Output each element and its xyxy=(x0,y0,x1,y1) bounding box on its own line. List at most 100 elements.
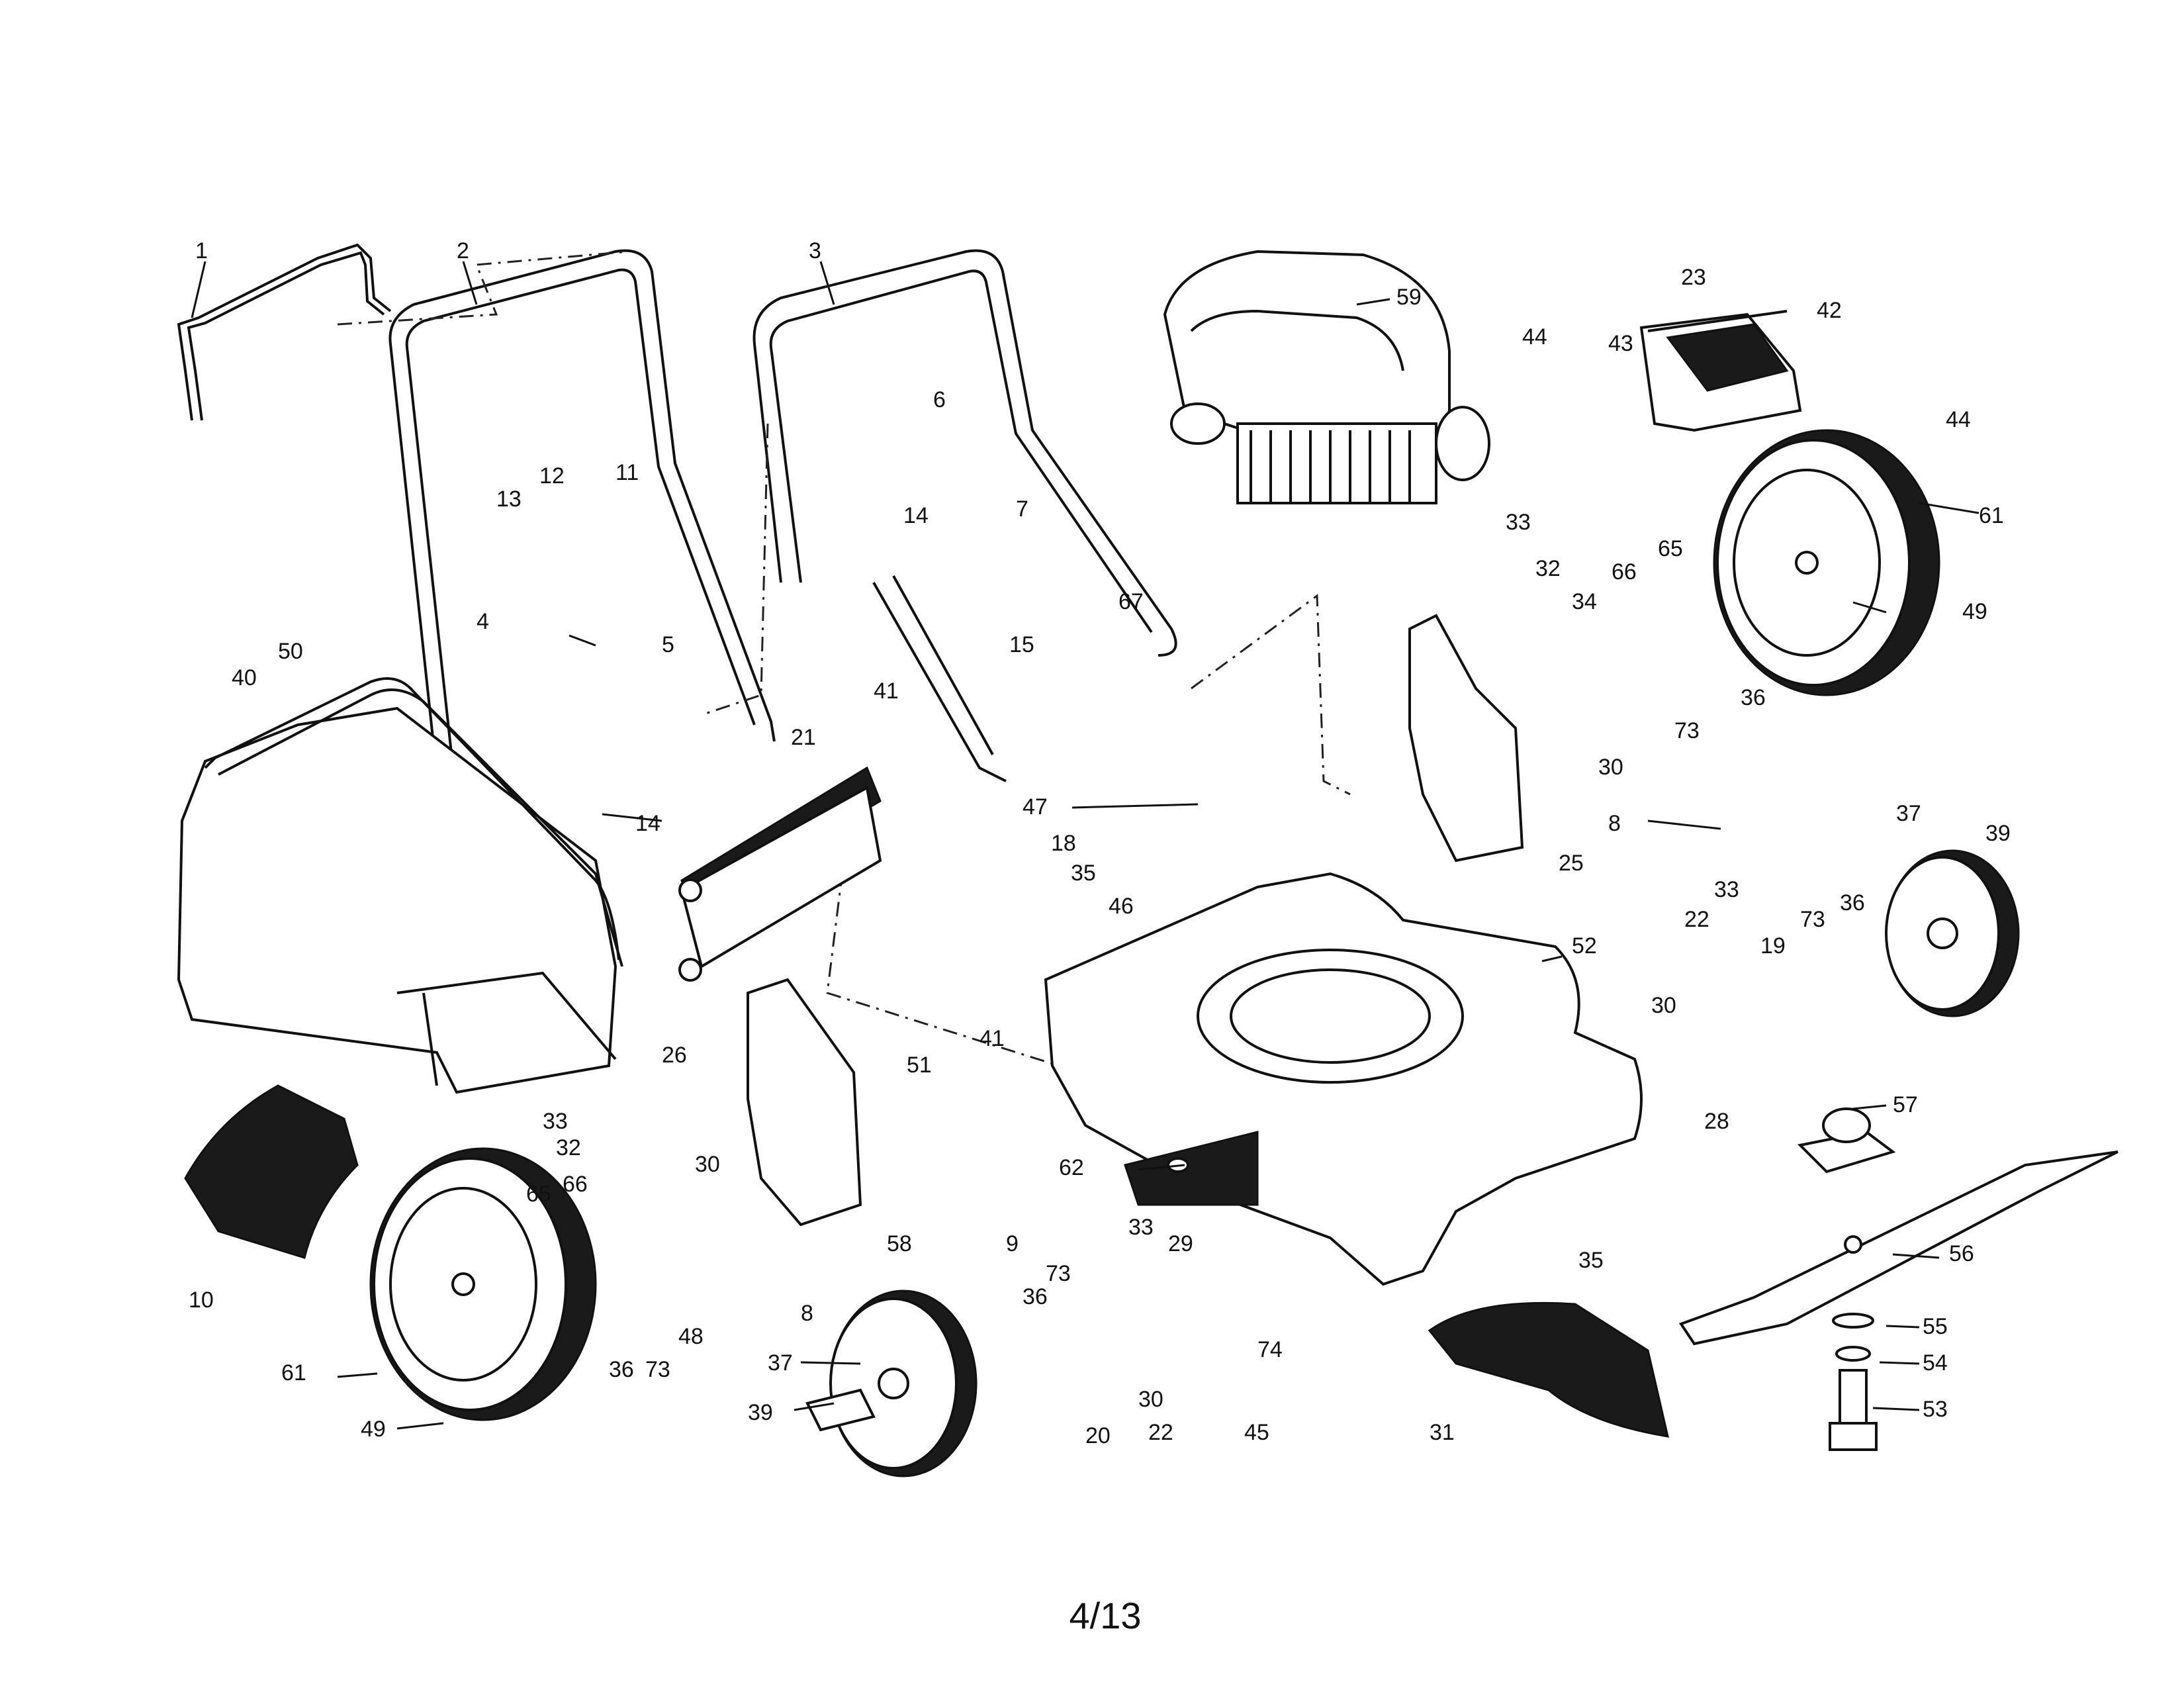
callout-73-right-upper: 73 xyxy=(1674,718,1700,743)
callout-33-left: 33 xyxy=(543,1109,568,1134)
callout-22-front: 22 xyxy=(1148,1420,1173,1445)
callout-7: 7 xyxy=(1016,496,1028,522)
callout-31: 31 xyxy=(1430,1420,1455,1445)
callout-22-right: 22 xyxy=(1684,907,1709,932)
callout-20: 20 xyxy=(1085,1423,1111,1448)
callout-45: 45 xyxy=(1244,1420,1269,1445)
callout-4: 4 xyxy=(477,609,489,634)
callout-30-left: 30 xyxy=(695,1152,720,1177)
callout-43: 43 xyxy=(1608,331,1633,356)
callout-49-left: 49 xyxy=(361,1417,386,1442)
callout-30-right-middle: 30 xyxy=(1651,993,1676,1018)
callout-37-left: 37 xyxy=(768,1350,793,1376)
callout-67: 67 xyxy=(1118,589,1144,614)
callout-66-right: 66 xyxy=(1612,559,1637,585)
callout-51: 51 xyxy=(907,1053,932,1078)
callout-5: 5 xyxy=(662,632,674,657)
callout-34: 34 xyxy=(1572,589,1597,614)
callout-12: 12 xyxy=(539,463,565,489)
callout-55: 55 xyxy=(1923,1314,1948,1339)
front-wheel-right-part xyxy=(1885,849,2020,1017)
callout-15: 15 xyxy=(1009,632,1034,657)
callout-19: 19 xyxy=(1760,933,1786,959)
callout-39-right: 39 xyxy=(1985,821,2011,846)
callout-36-right-middle: 36 xyxy=(1840,890,1865,915)
callout-28: 28 xyxy=(1704,1109,1729,1134)
callout-62: 62 xyxy=(1059,1155,1084,1180)
callout-73-right-middle: 73 xyxy=(1800,907,1825,932)
callout-59: 59 xyxy=(1396,285,1422,310)
callout-33-right-middle: 33 xyxy=(1714,877,1739,902)
callout-52: 52 xyxy=(1572,933,1597,959)
callout-74: 74 xyxy=(1257,1337,1283,1362)
callout-13: 13 xyxy=(496,487,522,512)
callout-66-left: 66 xyxy=(563,1172,588,1197)
grass-bag-frame-part xyxy=(204,677,620,961)
mower-deck-part xyxy=(1044,872,1643,1286)
callout-36-left: 36 xyxy=(609,1357,634,1382)
callout-35-lower: 35 xyxy=(1578,1248,1604,1273)
callout-44-left: 44 xyxy=(1522,324,1547,350)
callout-50: 50 xyxy=(278,639,303,664)
callout-42: 42 xyxy=(1817,298,1842,323)
callout-48: 48 xyxy=(678,1324,704,1349)
callout-46: 46 xyxy=(1109,894,1134,919)
callout-14-upper: 14 xyxy=(903,503,929,528)
callout-39-left: 39 xyxy=(748,1400,773,1425)
callout-2: 2 xyxy=(457,238,469,263)
callout-11: 11 xyxy=(615,460,639,485)
callout-8-right: 8 xyxy=(1608,811,1621,836)
callout-30-right-upper: 30 xyxy=(1598,755,1623,780)
rear-wheel-right-part xyxy=(1713,429,1940,696)
callout-8-left: 8 xyxy=(801,1301,813,1326)
callout-10: 10 xyxy=(189,1288,214,1313)
side-discharge-door-part xyxy=(184,1084,359,1259)
grass-bag-part xyxy=(177,688,623,1094)
callout-41-upper: 41 xyxy=(874,679,899,704)
side-discharge-chute-part xyxy=(1428,1301,1669,1438)
callout-73-left: 73 xyxy=(645,1357,670,1382)
callout-23: 23 xyxy=(1681,265,1706,290)
callout-32-right: 32 xyxy=(1535,556,1561,581)
callout-26: 26 xyxy=(662,1043,687,1068)
callout-57: 57 xyxy=(1893,1092,1918,1117)
engine-part xyxy=(1163,250,1490,504)
callout-9: 9 xyxy=(1006,1231,1019,1256)
callout-33-upper-right: 33 xyxy=(1506,510,1531,535)
rear-wheel-left-part xyxy=(369,1147,597,1421)
callout-65-left: 65 xyxy=(526,1182,551,1207)
callout-33-front: 33 xyxy=(1128,1215,1154,1240)
callout-3: 3 xyxy=(809,238,821,263)
callout-41-lower: 41 xyxy=(979,1026,1005,1051)
front-wheel-left-part xyxy=(829,1289,978,1477)
page-number: 4/13 xyxy=(1069,1595,1142,1636)
blade-part xyxy=(1678,1150,2118,1346)
callout-14-lower: 14 xyxy=(635,811,660,836)
callout-1: 1 xyxy=(195,238,208,263)
callout-25: 25 xyxy=(1559,851,1584,876)
callout-73-front: 73 xyxy=(1046,1261,1071,1286)
rear-deflector-23-part xyxy=(1639,310,1802,432)
callout-61-right: 61 xyxy=(1979,503,2004,528)
callout-44-right: 44 xyxy=(1946,407,1971,432)
blade-adapter-part xyxy=(1797,1107,1896,1174)
lower-handle-part xyxy=(752,249,1177,782)
callout-29: 29 xyxy=(1168,1231,1193,1256)
rear-baffle-part xyxy=(678,766,882,982)
callout-49-right: 49 xyxy=(1962,599,1987,624)
callout-35-upper: 35 xyxy=(1071,861,1096,886)
callout-21: 21 xyxy=(791,725,816,750)
blade-bolt-part xyxy=(1829,1313,1878,1451)
upper-handle-part xyxy=(388,249,776,775)
callout-61-left: 61 xyxy=(281,1360,306,1385)
callout-47: 47 xyxy=(1023,794,1048,820)
callout-37-right: 37 xyxy=(1896,801,1921,826)
callout-30-front: 30 xyxy=(1138,1387,1163,1412)
height-adjuster-right-part xyxy=(1408,614,1524,863)
callout-labels: 1 2 3 59 23 42 43 44 44 6 7 11 12 13 14 … xyxy=(189,238,2011,1448)
callout-40: 40 xyxy=(232,665,257,690)
callout-65-right: 65 xyxy=(1658,536,1683,561)
control-bar-part xyxy=(177,243,392,421)
callout-53: 53 xyxy=(1923,1397,1948,1422)
